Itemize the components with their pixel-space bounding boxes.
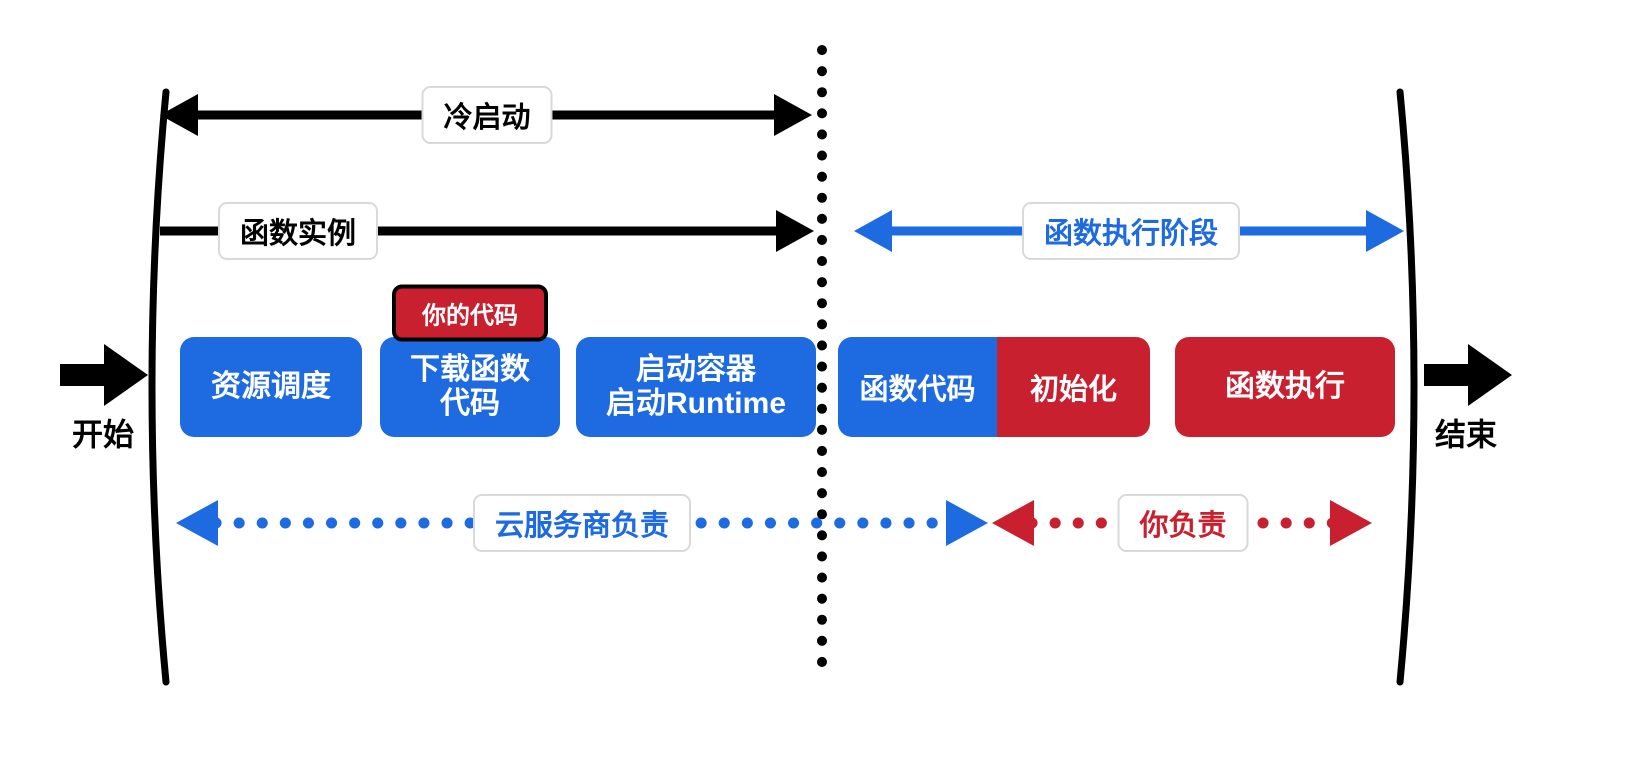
start-container-box: 启动容器 启动Runtime <box>576 337 816 437</box>
user-scope-tag: 你负责 <box>1117 494 1249 552</box>
function-code-label: 函数代码 <box>859 374 976 406</box>
resource-scheduling-label: 资源调度 <box>211 369 331 403</box>
user-scope-left-head <box>992 500 1034 546</box>
cold-start-arrow-left-head <box>160 94 198 136</box>
resource-scheduling-box: 资源调度 <box>180 337 362 437</box>
initialization-segment: 初始化 <box>997 337 1150 437</box>
your-code-badge: 你的代码 <box>392 284 548 342</box>
execution-phase-tag: 函数执行阶段 <box>1021 202 1241 260</box>
start-container-line1: 启动容器 <box>636 352 756 386</box>
start-container-line2: 启动Runtime <box>606 387 786 420</box>
download-code-box: 下载函数 代码 <box>380 337 560 437</box>
start-arrow-icon <box>60 344 148 406</box>
end-arrow-icon <box>1424 344 1512 406</box>
end-label: 结束 <box>1435 417 1497 453</box>
execution-phase-arrow-right-head <box>1366 210 1404 252</box>
function-execution-label: 函数执行 <box>1225 369 1345 403</box>
execution-phase-arrow-left-head <box>854 210 892 252</box>
function-instance-arrow-head <box>776 210 814 252</box>
function-code-segment: 函数代码 <box>838 337 997 437</box>
function-instance-tag: 函数实例 <box>217 202 379 260</box>
function-execution-box: 函数执行 <box>1175 337 1395 437</box>
cold-start-tag: 冷启动 <box>421 86 553 144</box>
left-bracket <box>148 88 170 686</box>
download-code-line1: 下载函数 <box>410 352 530 386</box>
download-code-line2: 代码 <box>440 387 500 420</box>
initialization-label: 初始化 <box>1029 374 1117 406</box>
right-bracket <box>1396 88 1418 686</box>
function-code-init-box: 函数代码 初始化 <box>838 337 1150 437</box>
provider-scope-tag: 云服务商负责 <box>472 494 692 552</box>
provider-scope-right-head <box>946 500 988 546</box>
provider-scope-left-head <box>176 500 218 546</box>
start-label: 开始 <box>72 417 134 453</box>
cold-start-arrow-right-head <box>774 94 812 136</box>
user-scope-right-head <box>1330 500 1372 546</box>
